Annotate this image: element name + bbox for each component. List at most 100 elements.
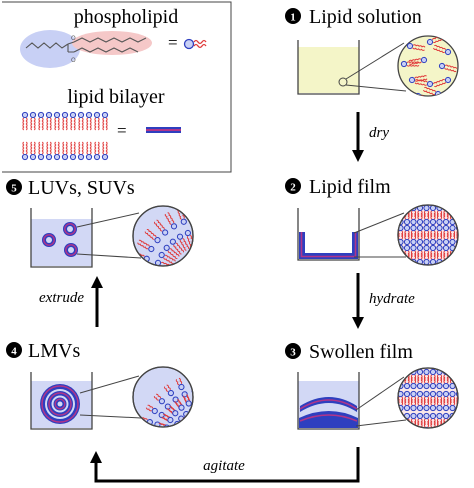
lipid-molecule — [436, 212, 443, 226]
lipid-molecule — [183, 394, 192, 407]
arrow-label-dry: dry — [369, 125, 389, 141]
lipid-molecule — [176, 233, 190, 251]
multilamellar-vesicle — [40, 384, 80, 424]
lipid-molecule — [174, 434, 186, 440]
lipid-molecule — [416, 252, 424, 265]
step-5: 5 LUVs, SUVs — [6, 177, 194, 309]
phospholipid-label: phospholipid — [74, 6, 178, 28]
lipid-molecule — [423, 376, 430, 390]
lipid-molecule — [138, 443, 150, 449]
lipid-molecule — [164, 212, 178, 230]
lipid-molecule — [442, 212, 450, 226]
step-label: Swollen film — [309, 341, 413, 363]
zoom-spot — [338, 77, 348, 87]
phospholipid-symbol — [183, 38, 207, 50]
lipid-molecule — [406, 42, 426, 51]
lipid-molecule — [403, 232, 411, 246]
step-number: 3 — [290, 347, 296, 359]
lipid-molecule — [156, 432, 168, 438]
svg-text:O: O — [71, 35, 76, 42]
arrow-hydrate: hydrate — [352, 273, 415, 329]
lipid-molecule — [410, 224, 417, 238]
lipid-molecule — [391, 413, 396, 425]
arrow-dry: dry — [352, 112, 389, 162]
lipid-molecule — [436, 244, 443, 258]
lipid-molecule — [128, 277, 146, 282]
beaker-with-lmv — [30, 372, 93, 430]
lipid-molecule — [190, 412, 193, 424]
lipid-molecule — [93, 141, 101, 161]
zoom-line — [345, 42, 405, 80]
arrow-label-hydrate: hydrate — [369, 291, 415, 307]
lipid-molecule — [158, 449, 171, 458]
lipid-molecule — [429, 368, 437, 382]
zoom-line — [353, 212, 405, 234]
step-number-badge — [285, 8, 301, 24]
lipid-molecule — [21, 141, 29, 161]
lipid-molecule — [429, 205, 437, 218]
zoom-line — [79, 414, 142, 419]
lipid-molecule — [423, 212, 430, 226]
step-number-badge — [285, 178, 301, 194]
step-1: 1 Lipid solution — [285, 6, 459, 97]
lipid-molecule — [436, 232, 443, 246]
lipid-molecule — [400, 60, 420, 68]
magnified-film — [391, 204, 459, 266]
lipid-molecule — [154, 450, 167, 459]
zoom-line — [355, 376, 405, 411]
water-fill — [31, 219, 92, 266]
lipid-molecule — [410, 376, 417, 390]
lipid-molecule — [403, 212, 411, 226]
lipid-molecule — [85, 111, 93, 131]
arrow-label-extrude: extrude — [39, 290, 84, 306]
lipid-molecule — [175, 428, 188, 437]
lipid-molecule — [153, 393, 165, 405]
lipid-molecule — [449, 232, 456, 246]
lipid-molecule — [403, 398, 411, 412]
lipid-molecule — [196, 409, 203, 421]
zoom-line — [79, 375, 140, 394]
lipid-molecule — [129, 288, 147, 296]
svg-text:O: O — [71, 57, 76, 64]
lipid-molecule — [152, 432, 164, 438]
step-label: LMVs — [28, 340, 80, 362]
lipid-molecule — [429, 376, 437, 390]
lipid-molecule — [455, 376, 458, 390]
lipid-molecule — [132, 298, 150, 309]
lipid-molecule — [153, 268, 171, 276]
lipid-molecule — [174, 439, 186, 445]
lipid-molecule — [161, 413, 174, 424]
legend-border — [2, 1, 232, 173]
lipid-molecule — [175, 444, 188, 453]
lipid-molecule — [391, 205, 396, 217]
lipid-molecule — [152, 277, 170, 282]
lipid-molecule — [429, 232, 437, 246]
step-label: Lipid solution — [309, 6, 422, 28]
magnified-solution — [397, 35, 459, 97]
lipid-molecule — [77, 111, 85, 131]
lipid-molecule — [175, 377, 185, 391]
lipid-molecule — [195, 406, 202, 418]
lipid-molecule — [101, 141, 109, 161]
lipid-molecule — [155, 290, 173, 301]
lipid-molecule — [189, 206, 193, 223]
lipid-molecule — [449, 398, 456, 412]
step-number-badge — [285, 343, 301, 359]
equals-sign: = — [117, 121, 127, 140]
lipid-molecule — [161, 456, 174, 466]
lipid-molecule — [152, 442, 164, 448]
lipid-molecule — [171, 427, 184, 436]
lipid-molecule — [429, 398, 437, 412]
step-number: 5 — [11, 183, 17, 195]
small-vesicle — [63, 222, 77, 236]
lipid-molecule — [158, 458, 171, 468]
lipid-molecule — [423, 368, 430, 382]
lipid-film — [299, 232, 358, 259]
lipid-molecule — [433, 76, 452, 88]
step-3: 3 Swollen film — [285, 341, 459, 430]
step-number: 4 — [11, 346, 17, 358]
lipid-molecule — [37, 111, 45, 131]
lipid-molecule — [61, 111, 69, 131]
equals-sign: = — [168, 33, 178, 52]
lipid-molecule — [167, 405, 179, 417]
